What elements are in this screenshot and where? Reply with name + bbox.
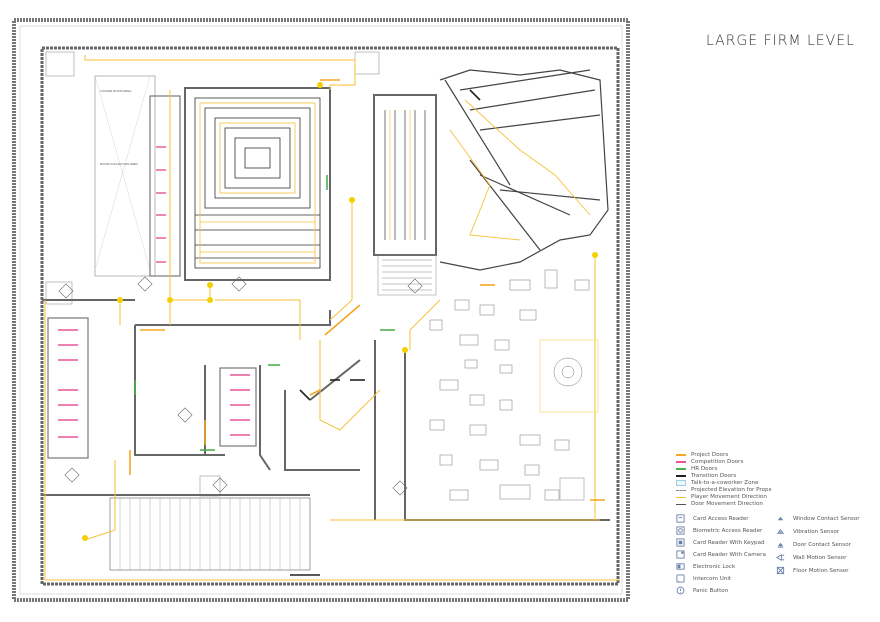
elevation-markers <box>58 276 423 496</box>
legend-label: Vibration Sensor <box>793 528 840 535</box>
card-reader-icon <box>676 514 685 523</box>
legend-card-access-reader: Card Access Reader <box>676 514 749 523</box>
legend-door-sensor: Door Contact Sensor <box>776 540 851 549</box>
legend-vibration-sensor: Vibration Sensor <box>776 527 839 536</box>
legend-talk-zone: Talk-to-a-coworker Zone <box>676 480 759 486</box>
legend-label: Window Contact Sensor <box>793 515 860 522</box>
legend-label: Card Reader With Camera <box>693 551 766 558</box>
transition-doors-swatch <box>676 475 686 477</box>
legend-label: Transition Doors <box>691 473 737 479</box>
legend-wall-motion: Wall Motion Sensor <box>776 553 846 562</box>
angled-room <box>439 69 609 271</box>
transition-doors <box>290 89 481 576</box>
floor-motion-icon <box>776 566 785 575</box>
locker-room-label: LOCKER ROOM AREA <box>100 89 131 93</box>
legend-label: Intercom Unit <box>693 575 732 582</box>
collection-room-label: ROOM COLLECTION AREA <box>100 162 138 166</box>
legend-label: Electronic Lock <box>693 563 736 570</box>
legend-camera-reader: Card Reader With Camera <box>676 550 766 559</box>
vibration-sensor-icon <box>776 527 785 536</box>
legend-floor-motion: Floor Motion Sensor <box>776 566 849 575</box>
legend-label: Wall Motion Sensor <box>793 554 847 561</box>
bottom-stairs <box>109 497 311 571</box>
legend-project-doors: Project Doors <box>676 452 728 458</box>
intercom-icon <box>676 574 685 583</box>
maze-room <box>184 87 331 281</box>
competition-door-column <box>58 146 250 438</box>
legend-projected-elevation: Projected Elevation for Props <box>676 487 771 493</box>
legend-label: HR Doors <box>691 466 718 472</box>
legend-label: Competition Doors <box>691 459 744 465</box>
legend-label: Project Doors <box>691 452 729 458</box>
electronic-lock-icon <box>676 562 685 571</box>
talk-zone-swatch <box>676 480 686 486</box>
project-doors-swatch <box>676 454 686 456</box>
stair-box-br <box>559 477 585 501</box>
legend-label: Card Reader With Keypad <box>693 539 765 546</box>
projected-elevation-swatch <box>676 489 686 491</box>
legend-competition-doors: Competition Doors <box>676 459 743 465</box>
stair-box-ml <box>45 281 73 305</box>
legend-electronic-lock: Electronic Lock <box>676 562 735 571</box>
biometric-reader-icon <box>676 526 685 535</box>
hr-doors-swatch <box>676 468 686 470</box>
legend-label: Player Movement Direction <box>691 494 767 500</box>
window-sensor-icon <box>776 514 785 523</box>
shelving-room <box>373 94 437 256</box>
project-doors <box>129 79 605 501</box>
player-movement-paths <box>44 55 620 581</box>
legend-label: Card Access Reader <box>693 515 749 522</box>
stair-box-bl <box>199 475 221 497</box>
player-movement-swatch <box>676 496 686 498</box>
path-nodes <box>82 82 598 541</box>
stair-box-tl <box>45 51 75 77</box>
legend-label: Talk-to-a-coworker Zone <box>691 480 759 486</box>
legend-label: Door Contact Sensor <box>793 541 851 548</box>
page-title: LARGE FIRM LEVEL <box>706 33 855 49</box>
central-stairs <box>377 254 437 296</box>
competition-doors-swatch <box>676 461 686 463</box>
legend-intercom: Intercom Unit <box>676 574 731 583</box>
keypad-reader-icon <box>676 538 685 547</box>
legend-label: Door Movement Direction <box>691 501 763 507</box>
legend-player-movement: Player Movement Direction <box>676 494 767 500</box>
floor-plan: LOCKER ROOM AREA ROOM COLLECTION AREA <box>12 18 630 602</box>
door-sensor-icon <box>776 540 785 549</box>
legend-transition-doors: Transition Doors <box>676 473 736 479</box>
hr-doors <box>134 175 395 451</box>
legend-window-sensor: Window Contact Sensor <box>776 514 860 523</box>
wall-motion-icon <box>776 553 785 562</box>
building-outer-wall <box>12 18 630 602</box>
legend-label: Panic Button <box>693 587 729 594</box>
legend-label: Biometric Access Reader <box>693 527 763 534</box>
office-furniture <box>429 269 599 501</box>
building-inner-wall <box>40 46 620 586</box>
legend-door-movement: Door Movement Direction <box>676 501 763 507</box>
legend-label: Floor Motion Sensor <box>793 567 849 574</box>
legend-biometric-reader: Biometric Access Reader <box>676 526 762 535</box>
stair-box-tr <box>354 51 380 75</box>
legend-panic-button: Panic Button <box>676 586 728 595</box>
door-movement-swatch <box>676 503 686 505</box>
panic-button-icon <box>676 586 685 595</box>
legend-hr-doors: HR Doors <box>676 466 717 472</box>
legend-label: Projected Elevation for Props <box>691 487 772 493</box>
camera-reader-icon <box>676 550 685 559</box>
legend-keypad-reader: Card Reader With Keypad <box>676 538 765 547</box>
locker-room: LOCKER ROOM AREA ROOM COLLECTION AREA <box>94 75 156 277</box>
